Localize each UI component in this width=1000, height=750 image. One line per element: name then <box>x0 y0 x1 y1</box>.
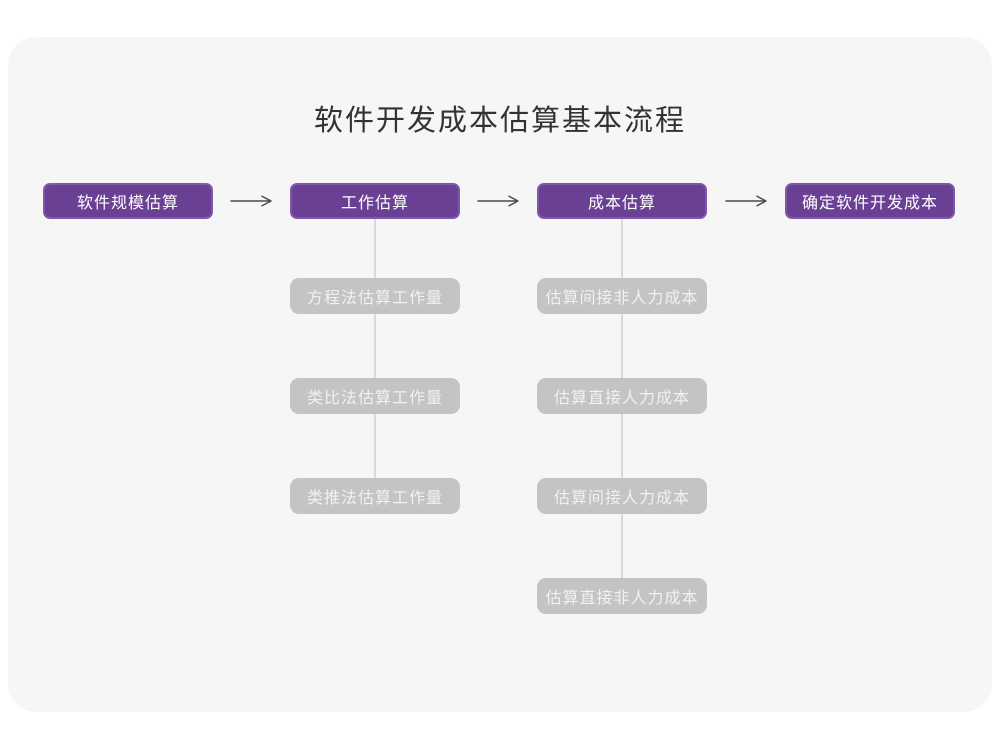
diagram-canvas <box>8 37 992 712</box>
sub-node-direct-labor-cost: 估算直接人力成本 <box>537 378 707 414</box>
flow-node-determine-development-cost: 确定软件开发成本 <box>785 183 955 219</box>
flow-node-work-estimation: 工作估算 <box>290 183 460 219</box>
sub-node-indirect-nonlabor-cost: 估算间接非人力成本 <box>537 278 707 314</box>
connector-work-branch <box>374 219 376 497</box>
sub-node-equation-method: 方程法估算工作量 <box>290 278 460 314</box>
sub-node-direct-nonlabor-cost: 估算直接非人力成本 <box>537 578 707 614</box>
flow-node-software-scale-estimation: 软件规模估算 <box>43 183 213 219</box>
sub-node-indirect-labor-cost: 估算间接人力成本 <box>537 478 707 514</box>
right-arrow-icon <box>228 194 274 213</box>
diagram-title: 软件开发成本估算基本流程 <box>313 105 686 137</box>
sub-node-analogy-method: 类比法估算工作量 <box>290 378 460 414</box>
sub-node-extrapolation-method: 类推法估算工作量 <box>290 478 460 514</box>
flow-node-cost-estimation: 成本估算 <box>537 183 707 219</box>
right-arrow-icon <box>475 194 521 213</box>
right-arrow-icon <box>723 194 769 213</box>
